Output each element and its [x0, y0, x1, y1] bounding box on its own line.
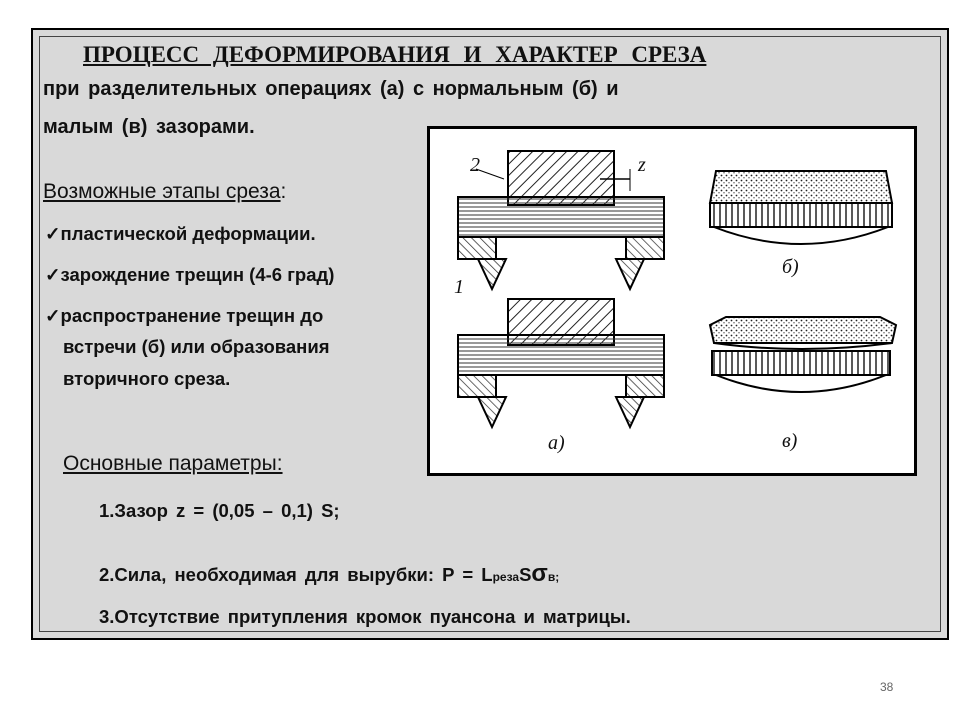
stage-item-2-text: зарождение трещин (4-6 град)	[60, 264, 335, 285]
stage-item-3: ✓распространение трещин до	[45, 305, 323, 327]
label-2: 2	[470, 154, 480, 176]
param-2: 2.Сила, необходимая для вырубки: P = Lре…	[99, 560, 559, 588]
param-2-s: S	[519, 564, 532, 585]
stages-heading-colon: :	[280, 180, 287, 203]
stage-item-3-cont-2: вторичного среза.	[63, 368, 231, 389]
param-2-sigma-subscript: в;	[547, 570, 560, 584]
stage-item-3-text: распространение трещин до	[60, 305, 324, 326]
param-1: 1.Зазор z = (0,05 – 0,1) S;	[99, 500, 340, 521]
stage-item-2: ✓зарождение трещин (4-6 град)	[45, 264, 334, 286]
stage-item-3-cont-1: встречи (б) или образования	[63, 336, 330, 357]
diagram-b-part	[708, 170, 894, 245]
label-z: z	[637, 154, 646, 176]
sigma-symbol: σ	[531, 560, 548, 587]
subtitle-line-2: малым (в) зазорами.	[43, 116, 255, 138]
page-number: 38	[880, 680, 894, 694]
subtitle-line-1: при разделительных операциях (а) с норма…	[43, 78, 619, 100]
param-2-subscript: реза	[492, 570, 520, 584]
check-icon: ✓	[45, 305, 61, 326]
slide-frame: ПРОЦЕСС ДЕФОРМИРОВАНИЯ И ХАРАКТЕР СРЕЗА …	[31, 28, 949, 640]
inner-border	[39, 36, 941, 632]
label-1: 1	[454, 276, 464, 298]
diagram-a-upper	[457, 150, 665, 292]
label-a: а)	[548, 432, 565, 454]
label-b: б)	[782, 256, 799, 278]
label-v: в)	[782, 430, 798, 452]
stages-heading-text: Возможные этапы среза	[43, 180, 281, 203]
stages-heading: Возможные этапы среза:	[43, 180, 286, 204]
param-3: 3.Отсутствие притупления кромок пуансона…	[99, 606, 631, 627]
stage-item-1-text: пластической деформации.	[60, 223, 316, 244]
shearing-diagram: 2 z 1 а) б) в)	[427, 126, 917, 476]
params-heading: Основные параметры:	[63, 452, 283, 475]
shearing-diagram-svg: 2 z 1 а) б) в)	[454, 150, 898, 454]
diagram-v-part	[708, 316, 898, 393]
diagram-a-lower	[457, 298, 665, 430]
slide-title: ПРОЦЕСС ДЕФОРМИРОВАНИЯ И ХАРАКТЕР СРЕЗА	[83, 42, 707, 67]
check-icon: ✓	[45, 264, 61, 285]
check-icon: ✓	[45, 223, 61, 244]
stage-item-1: ✓пластической деформации.	[45, 223, 316, 245]
param-2-prefix: 2.Сила, необходимая для вырубки: P = L	[99, 564, 493, 585]
